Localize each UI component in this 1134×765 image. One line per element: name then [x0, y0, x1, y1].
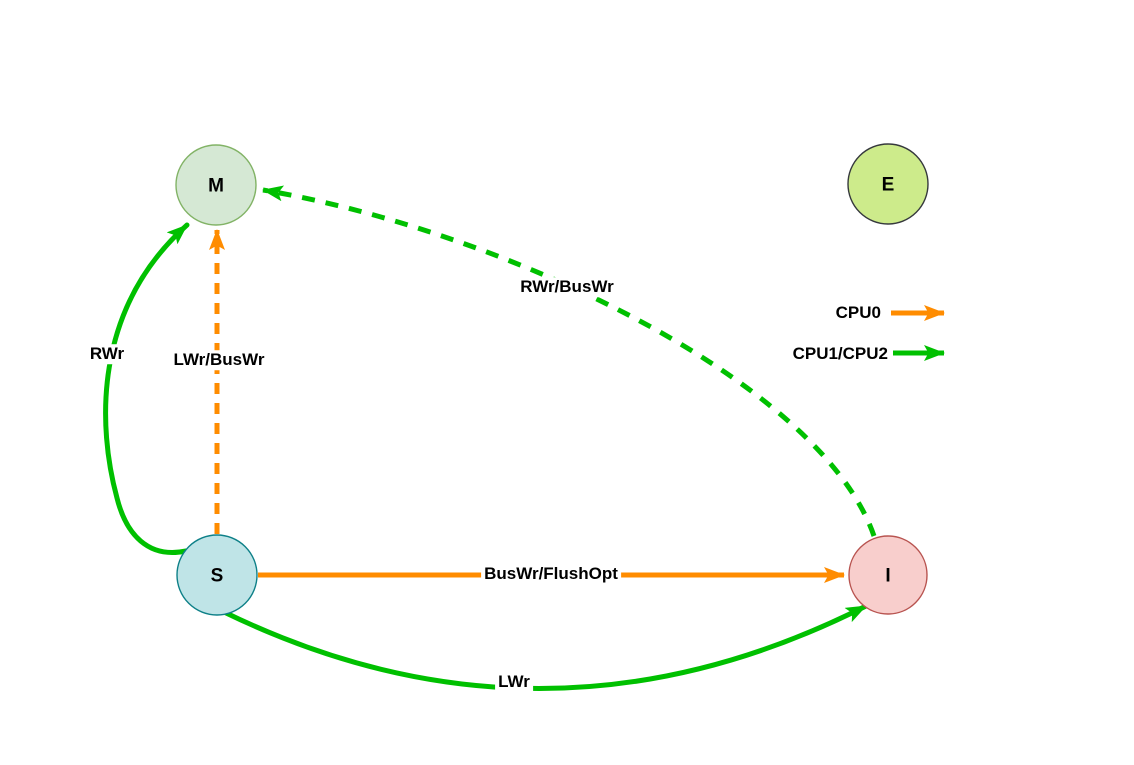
node-m: M [175, 144, 257, 226]
edge-s-to-i-lwr [221, 603, 869, 692]
legend-cpu0-label: CPU0 [835, 303, 881, 322]
node-e-label: E [882, 175, 895, 196]
node-s-circle [176, 534, 258, 616]
node-m-label: M [208, 176, 224, 197]
node-m-circle [175, 144, 257, 226]
node-i-circle [848, 535, 928, 615]
node-i: I [848, 535, 928, 615]
edge-label-lwr: LWr [495, 672, 533, 692]
node-e-circle [847, 143, 929, 225]
legend-cpu1-cpu2-label: CPU1/CPU2 [792, 344, 888, 363]
edge-label-rwr-buswr: RWr/BusWr [517, 277, 617, 297]
edge-label-buswr-flushopt: BusWr/FlushOpt [481, 564, 621, 584]
node-e: E [847, 143, 929, 225]
edge-label-rwr: RWr [86, 344, 128, 364]
node-s-label: S [211, 566, 224, 587]
edge-i-to-m-rwr-buswr [262, 185, 877, 537]
node-s: S [176, 534, 258, 616]
edge-s-to-m-rwr [103, 222, 190, 555]
node-i-label: I [885, 566, 890, 587]
edge-label-lwr-buswr: LWr/BusWr [170, 350, 268, 370]
